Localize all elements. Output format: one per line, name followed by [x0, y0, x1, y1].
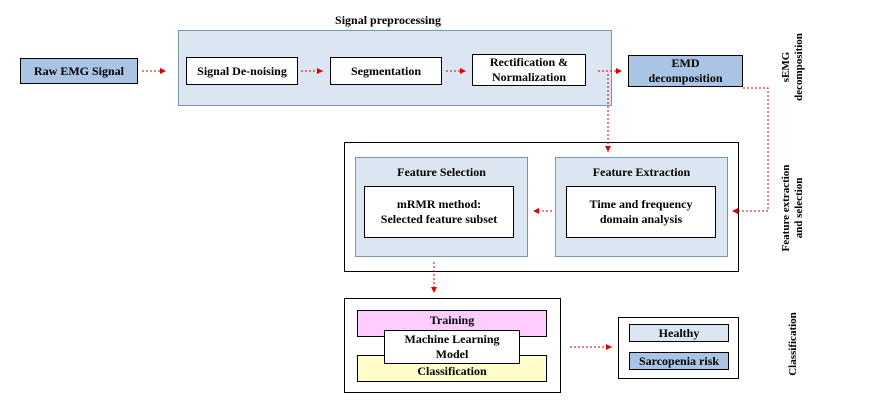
- rectification-label-line2: Normalization: [492, 70, 566, 84]
- preprocessing-title: Signal preprocessing: [335, 13, 441, 27]
- training-label: Training: [429, 313, 475, 327]
- denoising-label: Signal De-noising: [197, 63, 287, 78]
- arrow-emd-to-extraction: [732, 87, 769, 214]
- raw-emg-signal-node: Raw EMG Signal: [20, 58, 138, 84]
- time-frequency-node: Time and frequency domain analysis: [566, 186, 716, 238]
- classification-label: Classification: [417, 364, 487, 378]
- time-frequency-label-line2: domain analysis: [599, 212, 683, 226]
- sarcopenia-label: Sarcopenia risk: [638, 353, 720, 368]
- denoising-node: Signal De-noising: [186, 57, 298, 85]
- healthy-label: Healthy: [658, 325, 700, 340]
- ml-model-label-line1: Machine Learning: [404, 332, 500, 346]
- segmentation-node: Segmentation: [330, 57, 442, 85]
- sarcopenia-node: Sarcopenia risk: [629, 352, 729, 370]
- raw-emg-label: Raw EMG Signal: [33, 63, 124, 78]
- feature-selection-title: Feature Selection: [397, 165, 486, 179]
- feature-extraction-title: Feature Extraction: [592, 165, 691, 179]
- time-frequency-label-line1: Time and frequency: [589, 197, 693, 211]
- segmentation-label: Segmentation: [351, 63, 421, 78]
- mrmr-node: mRMR method: Selected feature subset: [364, 186, 514, 238]
- emd-decomposition-node: EMD decomposition: [628, 55, 743, 87]
- rectification-label-line1: Rectification &: [489, 55, 569, 69]
- ml-model-node: Machine Learning Model: [384, 330, 520, 364]
- emd-label-line1: EMD: [671, 56, 700, 70]
- ml-model-label-line2: Model: [435, 347, 469, 361]
- emd-label-line2: decomposition: [648, 71, 723, 85]
- rectification-node: Rectification & Normalization: [472, 54, 586, 86]
- healthy-node: Healthy: [629, 324, 729, 342]
- mrmr-label-line1: mRMR method:: [396, 197, 482, 211]
- mrmr-label-line2: Selected feature subset: [380, 212, 498, 226]
